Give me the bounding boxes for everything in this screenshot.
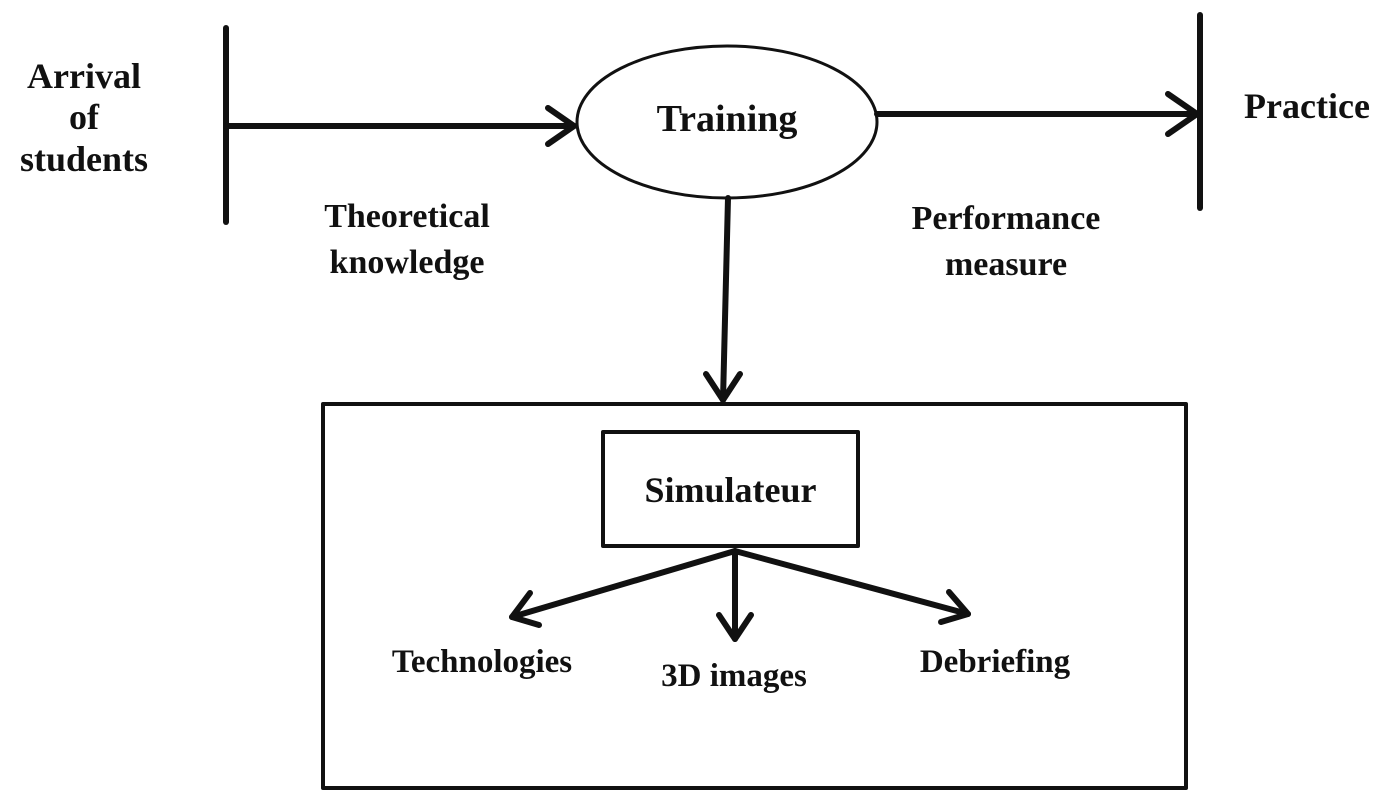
arrow-to-debriefing [732, 548, 971, 617]
arrowhead-simulator [703, 371, 743, 403]
simulateur-label: Simulateur [644, 470, 817, 510]
training-label: Training [656, 98, 798, 140]
performance-measure-label: Performance measure [911, 200, 1101, 283]
debriefing-label: Debriefing [919, 644, 1071, 680]
practice-label: Practice [1244, 86, 1370, 126]
3d-images-label: 3D images [661, 658, 807, 694]
simulator-panel [321, 402, 1188, 790]
arrow-training-to-simulator [720, 195, 731, 403]
arrowhead-technologies [509, 590, 542, 628]
arrival-of-students-label: Arrival of students [19, 56, 149, 179]
arrowhead-3d-images [716, 612, 754, 642]
simulateur-box [601, 430, 860, 548]
theoretical-knowledge-label: Theoretical knowledge [324, 198, 490, 281]
arrowhead-training [545, 105, 577, 147]
technologies-label: Technologies [391, 644, 573, 680]
arrow-to-technologies [509, 548, 738, 620]
arrowhead-debriefing [938, 589, 971, 625]
